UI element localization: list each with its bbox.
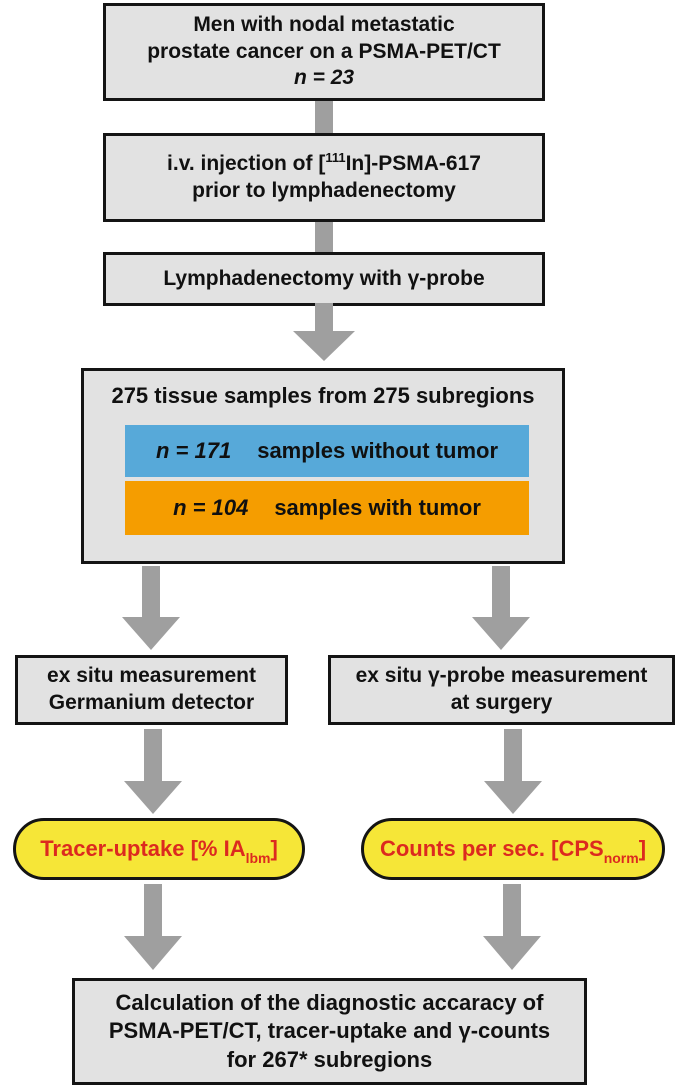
arrow-tracer-uptake-to-calculation xyxy=(124,884,182,970)
injection-line1-post: In]-PSMA-617 xyxy=(345,151,481,175)
gamma-probe-line-1: ex situ γ-probe measurement xyxy=(355,664,648,688)
box-injection: i.v. injection of [111In]-PSMA-617 prior… xyxy=(103,133,545,222)
bar-samples-without-tumor: n = 171 samples without tumor xyxy=(125,425,529,477)
cohort-n: n = 23 xyxy=(293,66,355,90)
arrow-lymphadenectomy-to-samples xyxy=(293,303,355,361)
germanium-line-2: Germanium detector xyxy=(48,691,255,714)
box-lymphadenectomy: Lymphadenectomy with γ-probe xyxy=(103,252,545,306)
counts-per-sec-text: Counts per sec. [CPSnorm] xyxy=(379,836,647,865)
lymphadenectomy-label: Lymphadenectomy with γ-probe xyxy=(163,266,485,290)
tracer-uptake-subscript: lbm xyxy=(245,850,271,866)
bar-samples-with-tumor: n = 104 samples with tumor xyxy=(125,481,529,535)
box-calculation: Calculation of the diagnostic accaracy o… xyxy=(72,978,587,1085)
box-gamma-probe: ex situ γ-probe measurement at surgery xyxy=(328,655,675,725)
arrow-samples-to-germanium xyxy=(122,566,180,650)
injection-line-1: i.v. injection of [111In]-PSMA-617 xyxy=(167,151,481,178)
box-cohort: Men with nodal metastatic prostate cance… xyxy=(103,3,545,101)
tracer-uptake-post: ] xyxy=(270,836,278,861)
injection-line-2: prior to lymphadenectomy xyxy=(192,178,456,202)
arrow-gamma-probe-to-counts xyxy=(484,729,542,814)
samples-title: 275 tissue samples from 275 subregions xyxy=(111,383,535,408)
counts-per-sec-subscript: norm xyxy=(603,850,639,866)
arrow-samples-to-gamma-probe xyxy=(472,566,530,650)
with-tumor-n: n = 104 xyxy=(173,495,249,520)
connector-injection-to-lymphadenectomy xyxy=(315,219,333,255)
with-tumor-label: samples with tumor xyxy=(274,495,481,520)
box-samples: 275 tissue samples from 275 subregions n… xyxy=(81,368,565,564)
calculation-line-2: PSMA-PET/CT, tracer-uptake and γ-counts xyxy=(108,1018,551,1044)
isotope-superscript: 111 xyxy=(325,149,346,165)
connector-cohort-to-injection xyxy=(315,98,333,136)
calculation-line-3: for 267* subregions xyxy=(226,1046,433,1072)
pill-counts-per-sec: Counts per sec. [CPSnorm] xyxy=(361,818,665,880)
counts-per-sec-pre: Counts per sec. [CPS xyxy=(379,836,604,861)
cohort-line-1: Men with nodal metastatic xyxy=(193,12,455,36)
germanium-line-1: ex situ measurement xyxy=(47,664,256,688)
pill-tracer-uptake: Tracer-uptake [% IAlbm] xyxy=(13,818,305,880)
injection-line1-pre: i.v. injection of [ xyxy=(167,151,326,175)
cohort-line-2: prostate cancer on a PSMA-PET/CT xyxy=(147,39,501,63)
without-tumor-n: n = 171 xyxy=(155,438,232,463)
tracer-uptake-pre: Tracer-uptake [% IA xyxy=(40,836,246,861)
arrow-counts-to-calculation xyxy=(483,884,541,970)
gamma-probe-line-2: at surgery xyxy=(450,691,553,714)
without-tumor-label: samples without tumor xyxy=(257,438,498,463)
counts-per-sec-post: ] xyxy=(638,836,647,861)
box-germanium: ex situ measurement Germanium detector xyxy=(15,655,288,725)
arrow-germanium-to-tracer-uptake xyxy=(124,729,182,814)
calculation-line-1: Calculation of the diagnostic accaracy o… xyxy=(115,990,544,1016)
tracer-uptake-text: Tracer-uptake [% IAlbm] xyxy=(40,836,278,865)
